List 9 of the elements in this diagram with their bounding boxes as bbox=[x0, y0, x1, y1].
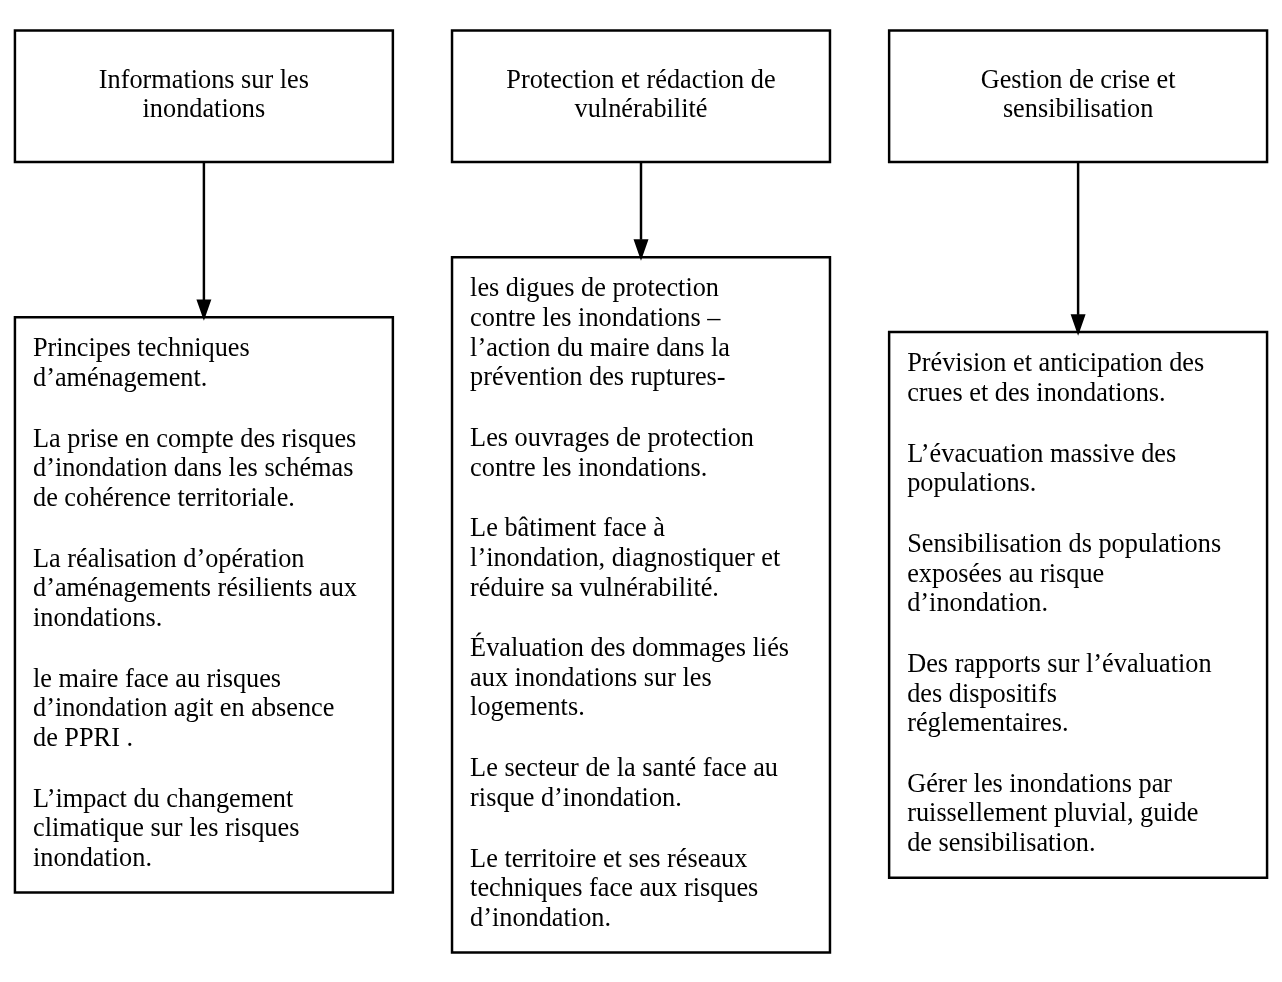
node-box: Gestion de crise et sensibilisation bbox=[887, 28, 1269, 163]
arrow bbox=[633, 161, 649, 261]
arrow bbox=[1070, 161, 1086, 336]
node-box: Protection et rédaction de vulnérabilité bbox=[450, 28, 832, 163]
arrow bbox=[196, 161, 212, 321]
node-box: Informations sur les inondations bbox=[13, 28, 395, 163]
node-box: Prévision et anticipation des crues et des inondations. L’évacuation massive des populations. Sensibilisation ds populations exposées au risque d’inondation. Des rapports sur l’évaluation des dispositifs réglementaires. Gérer les inondations par ruissellement pluvial, guide de sensibilisation. bbox=[887, 330, 1269, 879]
node-box: les digues de protection contre les inondations – l’action du maire dans la prévention des ruptures- Les ouvrages de protection contre les inondations. Le bâtiment face à l’inondation, diagnostiquer et réduire sa vulnérabilité. Évaluation des dommages liés aux inondations sur les logements. Le secteur de la santé face au risque d’inondation. Le territoire et ses réseaux techniques face aux risques d’inondation. bbox=[450, 255, 832, 954]
node-box: Principes techniques d’aménagement. La prise en compte des risques d’inondation dans les schémas de cohérence territoriale. La réalisation d’opération d’aménagements résilients aux inondations. le maire face au risques d’inondation agit en absence de PPRI . L’impact du changement climatique sur les risques inondation. bbox=[13, 315, 395, 894]
